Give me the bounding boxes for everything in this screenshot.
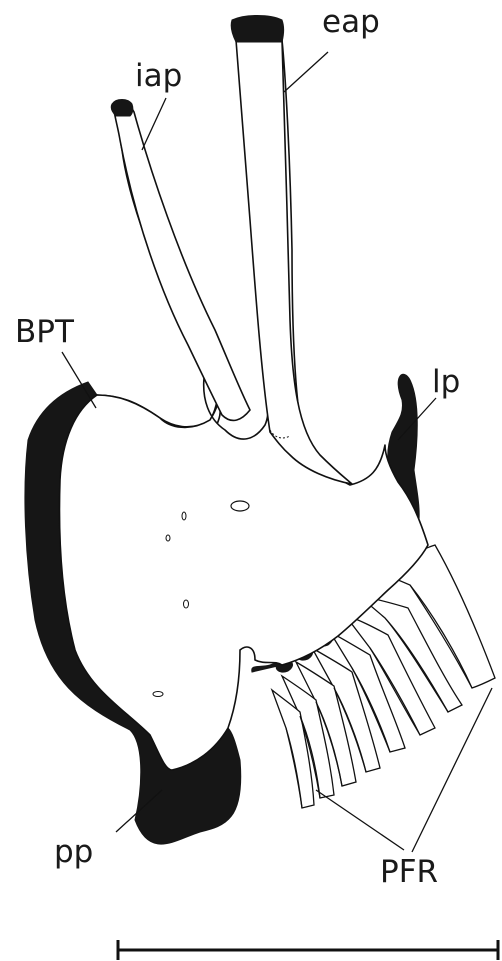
label-lp: lp: [432, 364, 460, 400]
label-pfr: PFR: [380, 854, 438, 890]
scale-bar: [118, 940, 498, 960]
eap-cartilage-cap: [231, 16, 283, 43]
internal-anterior-process: [114, 106, 250, 421]
external-anterior-process: [236, 40, 352, 484]
label-eap: eap: [322, 4, 380, 40]
iap-cartilage-cap: [111, 100, 133, 117]
label-pp: pp: [54, 834, 93, 870]
label-bpt: BPT: [15, 314, 75, 350]
label-iap: iap: [135, 58, 182, 94]
